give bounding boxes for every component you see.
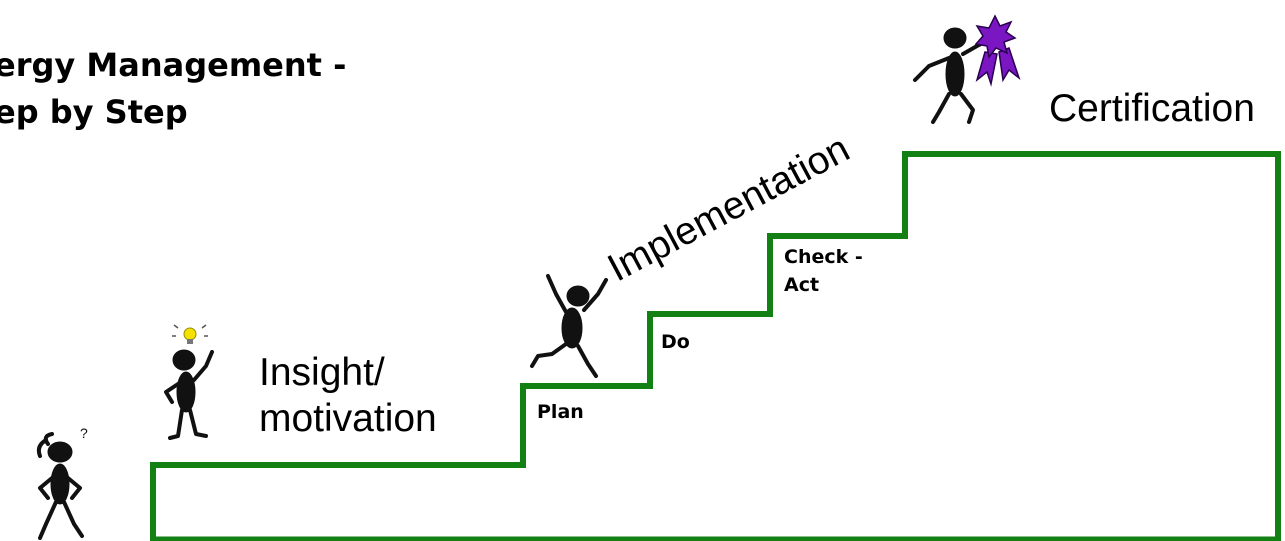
step-check-label: Check - xyxy=(784,246,863,268)
rosette-icon xyxy=(974,14,1021,87)
stage-insight-label: Insight/ xyxy=(259,351,385,394)
dancing-person-icon xyxy=(530,274,608,378)
confused-person-icon: ? xyxy=(36,425,88,540)
staircase-outline xyxy=(150,151,1281,541)
step-do-label: Do xyxy=(661,331,690,353)
celebrating-person-icon xyxy=(913,14,1021,124)
step-plan-label: Plan xyxy=(537,401,584,423)
idea-person-icon xyxy=(164,322,214,440)
lightbulb-icon xyxy=(172,322,208,344)
title-line-1: ergy Management - xyxy=(0,46,347,84)
stage-motivation-label: motivation xyxy=(259,397,437,440)
stage-certification-label: Certification xyxy=(1049,87,1255,130)
svg-text:?: ? xyxy=(80,425,88,441)
title-line-2: ep by Step xyxy=(0,93,188,131)
step-act-label: Act xyxy=(784,274,820,296)
diagram-title: ergy Management - ep by Step xyxy=(0,42,346,136)
